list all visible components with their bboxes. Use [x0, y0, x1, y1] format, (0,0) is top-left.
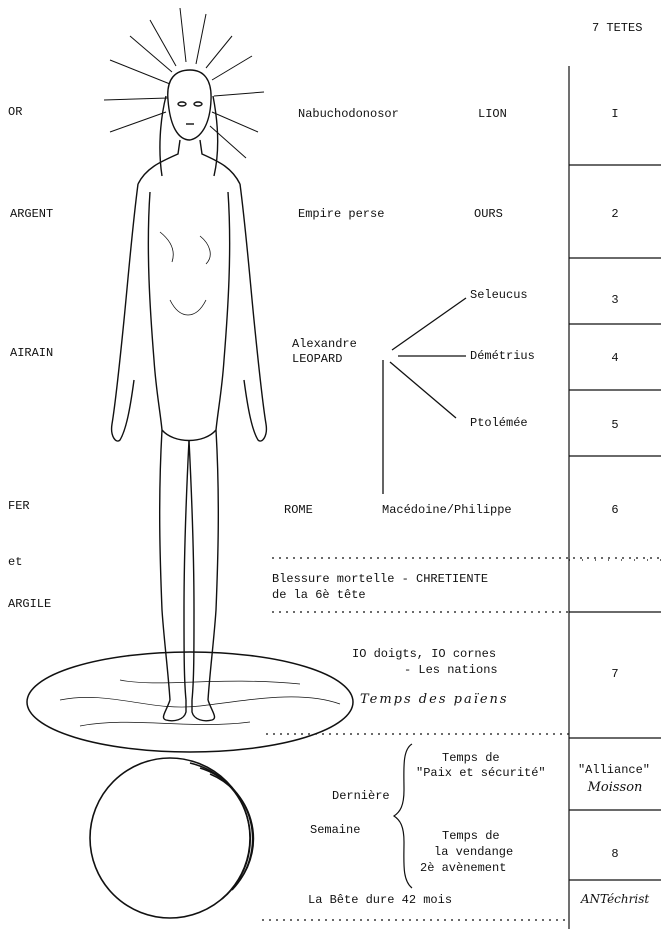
final-circle — [90, 758, 253, 918]
head-8: 8 — [569, 848, 661, 860]
seven-heads-header: 7 TETES — [592, 22, 642, 34]
harvest-line3: 2è avènement — [420, 862, 506, 874]
head-1: I — [569, 108, 661, 120]
beast-duration: La Bête dure 42 mois — [308, 894, 452, 906]
kingdom-macedoine: Macédoine/Philippe — [382, 504, 512, 516]
harvest-line1: Temps de — [442, 830, 500, 842]
last-week-derniere: Dernière — [332, 790, 390, 802]
harvest-line2: la vendange — [434, 846, 513, 858]
kingdom-demetrius: Démétrius — [470, 350, 535, 362]
nations-line2: - Les nations — [404, 664, 498, 676]
last-week-brace — [394, 744, 412, 888]
pedestal-disc — [27, 652, 353, 752]
kingdom-ptolemee: Ptolémée — [470, 417, 528, 429]
head-alliance-note: Moisson — [569, 781, 661, 794]
kingdom-seleucus: Seleucus — [470, 289, 528, 301]
statue-figure — [104, 8, 266, 721]
peace-line1: Temps de — [442, 752, 500, 764]
head-8-note: ANTéchrist — [569, 893, 661, 905]
nations-line1: IO doigts, IO cornes — [352, 648, 496, 660]
kingdom-nabuchodonosor: Nabuchodonosor — [298, 108, 399, 120]
metal-silver: ARGENT — [10, 208, 53, 220]
nations-handwritten: Temps des païens — [360, 693, 509, 706]
head-5: 5 — [569, 419, 661, 431]
kingdom-alexandre: Alexandre — [292, 338, 357, 350]
kingdom-persian: Empire perse — [298, 208, 384, 220]
kingdom-rome: ROME — [284, 504, 313, 516]
metal-and: et — [8, 556, 22, 568]
metal-gold: OR — [8, 106, 22, 118]
head-alliance: "Alliance" — [567, 764, 661, 776]
metal-bronze: AIRAIN — [10, 347, 53, 359]
head-3: 3 — [569, 294, 661, 306]
head-2: 2 — [569, 208, 661, 220]
head-4: 4 — [569, 352, 661, 364]
halo-rays — [104, 8, 264, 158]
beast-lion: LION — [478, 108, 507, 120]
wound-line1: Blessure mortelle - CHRETIENTE — [272, 573, 488, 585]
metal-clay: ARGILE — [8, 598, 51, 610]
alexandre-branches — [383, 298, 466, 494]
last-week-semaine: Semaine — [310, 824, 360, 836]
head-6: 6 — [569, 504, 661, 516]
metal-iron: FER — [8, 500, 30, 512]
heads-table-lines — [569, 66, 661, 929]
beast-bear: OURS — [474, 208, 503, 220]
beast-leopard: LEOPARD — [292, 353, 342, 365]
wound-line2: de la 6è tête — [272, 589, 366, 601]
peace-line2: "Paix et sécurité" — [416, 767, 546, 779]
head-7: 7 — [569, 668, 661, 680]
